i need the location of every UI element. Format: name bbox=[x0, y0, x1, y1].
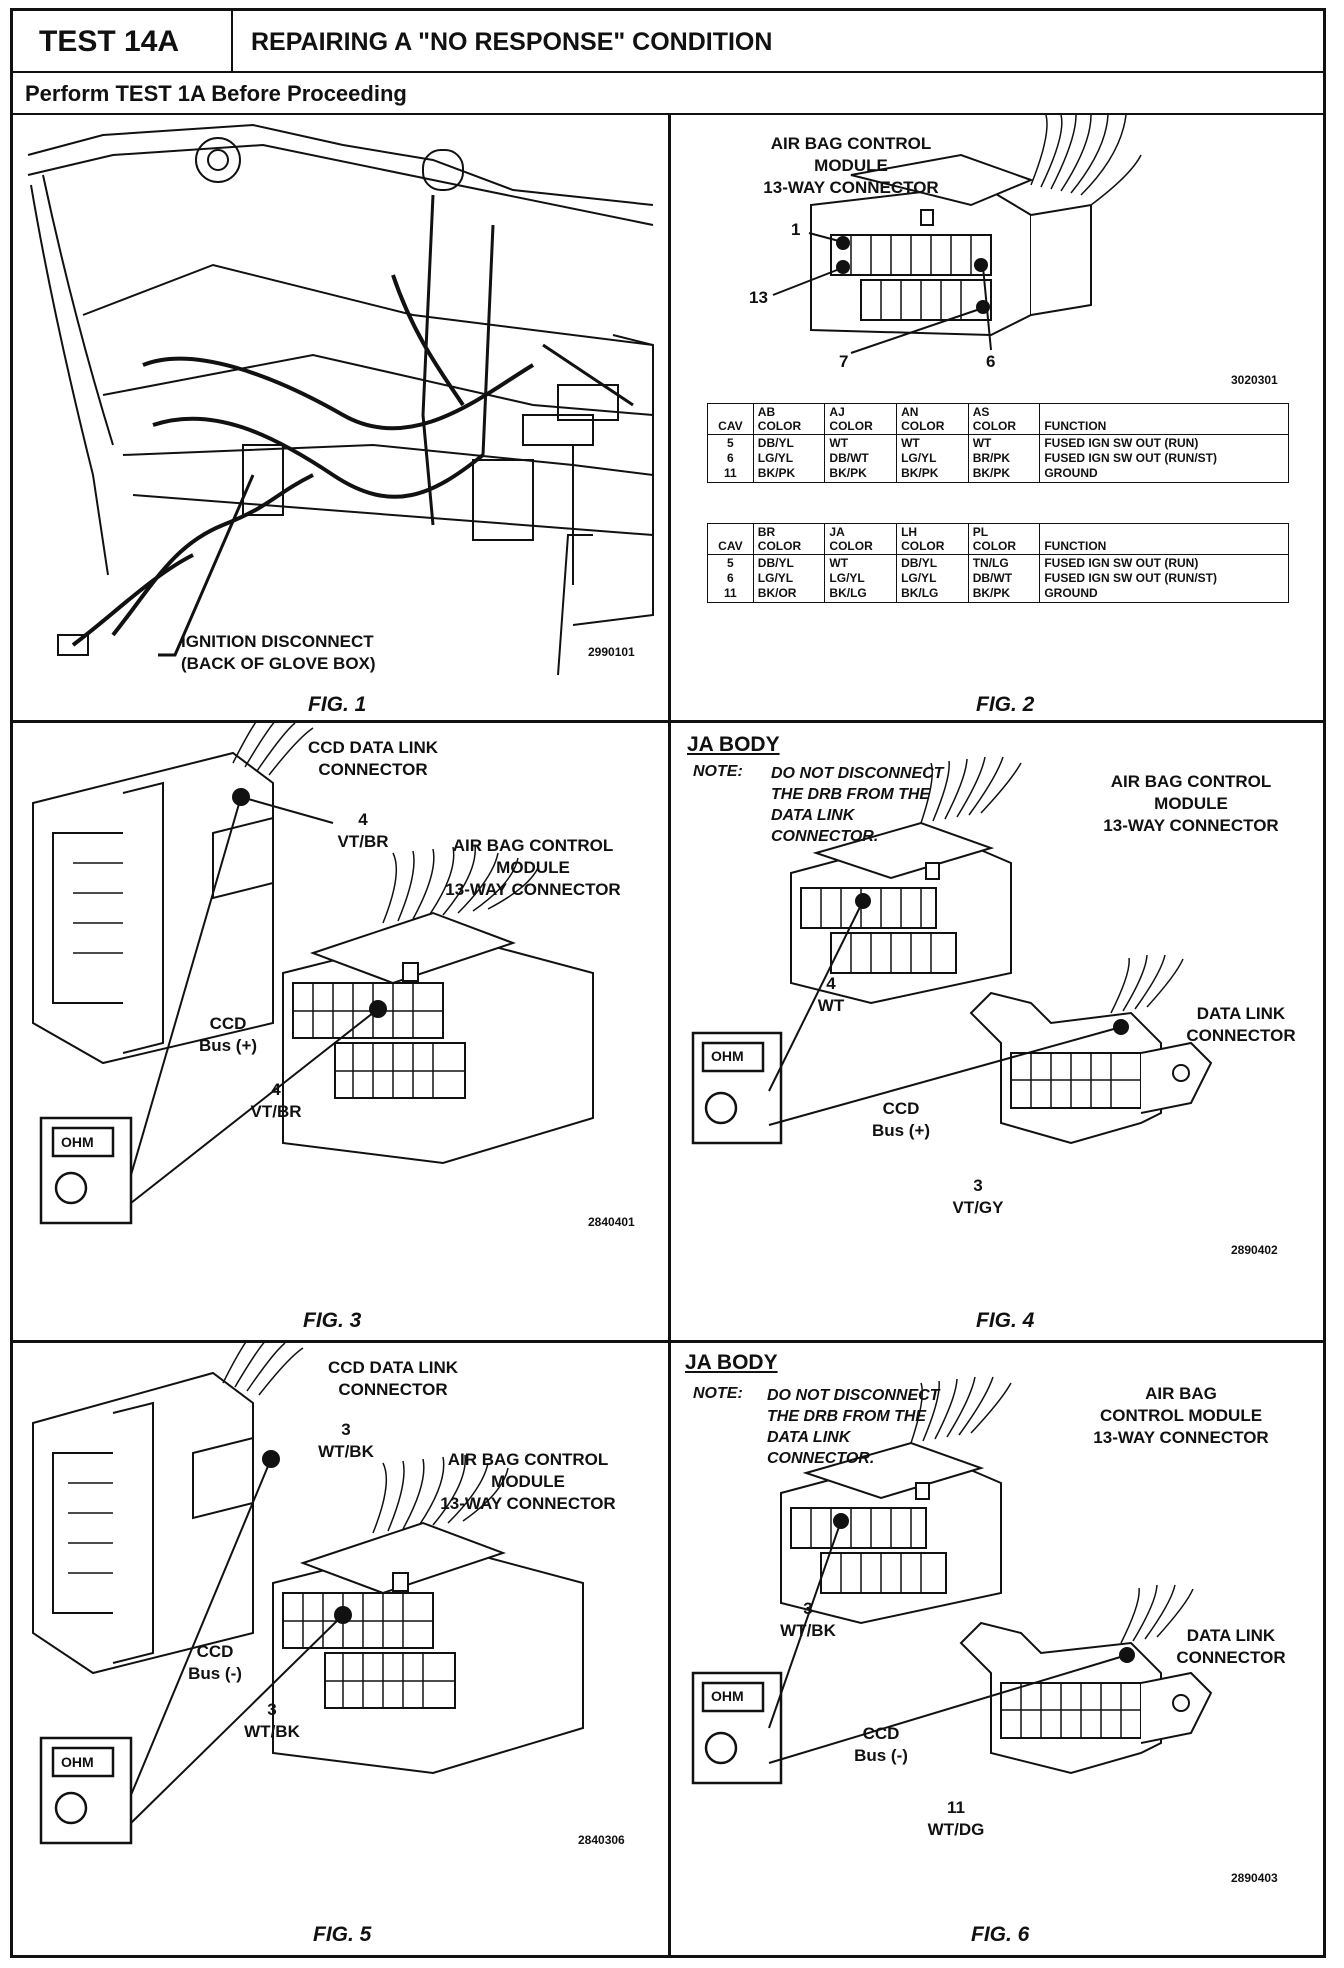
grid-divider-horizontal-1 bbox=[13, 720, 1323, 723]
fig4-illustration bbox=[691, 756, 1213, 1145]
fig1-ignition-label: IGNITION DISCONNECT (BACK OF GLOVE BOX) bbox=[181, 632, 376, 673]
fig4-bus-label: CCD Bus (+) bbox=[871, 1099, 931, 1140]
test-title: REPAIRING A "NO RESPONSE" CONDITION bbox=[251, 28, 773, 56]
fig4-caption: FIG. 4 bbox=[976, 1309, 1035, 1332]
table-cell: FUSED IGN SW OUT (RUN) FUSED IGN SW OUT … bbox=[1039, 554, 1289, 603]
table-cell: FUSED IGN SW OUT (RUN) FUSED IGN SW OUT … bbox=[1039, 434, 1289, 483]
fig2-pin-7: 7 bbox=[839, 352, 849, 371]
fig5-caption: FIG. 5 bbox=[313, 1923, 372, 1946]
fig5-wire-bottom: 3 WT/BK bbox=[244, 1700, 300, 1741]
figure-grid: IGNITION DISCONNECT (BACK OF GLOVE BOX) … bbox=[13, 115, 1323, 1955]
table-cell: 5 6 11 bbox=[707, 434, 754, 483]
table-cell: WT LG/YL BK/LG bbox=[824, 554, 898, 603]
fig4-note-text: DO NOT DISCONNECT THE DRB FROM THE DATA … bbox=[771, 765, 944, 845]
fig6-illustration bbox=[691, 1376, 1213, 1785]
table-cell: TN/LG DB/WT BK/PK bbox=[967, 554, 1041, 603]
fig5-wire-top: 3 WT/BK bbox=[318, 1420, 374, 1461]
fig4-note-key: NOTE: bbox=[693, 763, 743, 780]
table-cell: DB/YL LG/YL BK/LG bbox=[896, 554, 969, 603]
table-cell: WT DB/WT BK/PK bbox=[824, 434, 898, 483]
fig6-note-text: DO NOT DISCONNECT THE DRB FROM THE DATA … bbox=[767, 1387, 940, 1467]
fig5-code: 2840306 bbox=[578, 1833, 625, 1847]
fig4-module-label: AIR BAG CONTROL MODULE 13-WAY CONNECTOR bbox=[1103, 772, 1279, 835]
header-row: TEST 14A REPAIRING A "NO RESPONSE" CONDI… bbox=[13, 11, 1323, 73]
fig6-bus-label: CCD Bus (-) bbox=[854, 1724, 908, 1765]
table-header-cell: FUNCTION bbox=[1039, 523, 1289, 555]
fig3-bus-label: CCD Bus (+) bbox=[198, 1014, 258, 1055]
fig2-pin-1: 1 bbox=[791, 220, 801, 239]
fig6-body-label: JA BODY bbox=[685, 1351, 778, 1374]
fig3-module-label: AIR BAG CONTROL MODULE 13-WAY CONNECTOR bbox=[445, 836, 621, 899]
fig1-dashboard-illustration bbox=[27, 123, 654, 676]
fig1-caption: FIG. 1 bbox=[308, 693, 367, 716]
fig3-code: 2840401 bbox=[588, 1215, 635, 1229]
table-header-cell: JA COLOR bbox=[824, 523, 898, 555]
fig4-body-label: JA BODY bbox=[687, 733, 780, 756]
fig3-data-link-label: CCD DATA LINK CONNECTOR bbox=[308, 738, 438, 779]
table-header-cell: CAV bbox=[707, 403, 754, 435]
fig6-data-link-label: DATA LINK CONNECTOR bbox=[1176, 1626, 1286, 1667]
table-cell: WT LG/YL BK/PK bbox=[896, 434, 969, 483]
fig4-code: 2890402 bbox=[1231, 1243, 1278, 1257]
fig6-wire-bottom: 11 WT/DG bbox=[927, 1798, 985, 1839]
table-header-cell: PL COLOR bbox=[967, 523, 1041, 555]
table-cell: DB/YL LG/YL BK/PK bbox=[752, 434, 826, 483]
fig4-data-link-label: DATA LINK CONNECTOR bbox=[1186, 1004, 1296, 1045]
fig2-panel: AIR BAG CONTROL MODULE 13-WAY CONNECTOR … bbox=[671, 115, 1329, 720]
prerequisite-note: Perform TEST 1A Before Proceeding bbox=[13, 73, 1323, 115]
fig6-caption: FIG. 6 bbox=[971, 1923, 1030, 1946]
test-page: TEST 14A REPAIRING A "NO RESPONSE" CONDI… bbox=[10, 8, 1326, 1958]
test-id: TEST 14A bbox=[13, 11, 233, 73]
fig6-module-label: AIR BAG CONTROL MODULE 13-WAY CONNECTOR bbox=[1093, 1384, 1269, 1447]
fig5-illustration bbox=[32, 1343, 584, 1845]
fig6-wire-top: 3 WT/BK bbox=[780, 1599, 836, 1640]
fig4-panel: JA BODY NOTE: DO NOT DISCONNECT THE DRB … bbox=[671, 723, 1329, 1340]
table-cell: WT BR/PK BK/PK bbox=[967, 434, 1041, 483]
table-cell: DB/YL LG/YL BK/OR bbox=[752, 554, 826, 603]
grid-divider-horizontal-2 bbox=[13, 1340, 1323, 1343]
table-cell: 5 6 11 bbox=[707, 554, 754, 603]
fig4-meter-label: OHM bbox=[711, 1048, 744, 1064]
grid-divider-vertical bbox=[668, 115, 671, 1955]
fig4-wire-bottom: 3 VT/GY bbox=[952, 1176, 1004, 1217]
fig3-illustration bbox=[32, 723, 594, 1225]
table-header-cell: AN COLOR bbox=[896, 403, 969, 435]
fig1-code: 2990101 bbox=[588, 645, 635, 659]
fig2-caption: FIG. 2 bbox=[976, 693, 1035, 716]
fig5-data-link-label: CCD DATA LINK CONNECTOR bbox=[328, 1358, 458, 1399]
fig6-meter-label: OHM bbox=[711, 1688, 744, 1704]
table-header-cell: BR COLOR bbox=[752, 523, 826, 555]
fig3-meter-label: OHM bbox=[61, 1134, 94, 1150]
table-header-cell: AB COLOR bbox=[752, 403, 826, 435]
fig2-title: AIR BAG CONTROL MODULE 13-WAY CONNECTOR bbox=[763, 134, 939, 197]
table-header-cell: LH COLOR bbox=[896, 523, 969, 555]
fig2-pin-13: 13 bbox=[749, 288, 768, 307]
fig5-meter-label: OHM bbox=[61, 1754, 94, 1770]
fig6-note-key: NOTE: bbox=[693, 1385, 743, 1402]
fig6-code: 2890403 bbox=[1231, 1871, 1278, 1885]
fig5-panel: CCD DATA LINK CONNECTOR 3 WT/BK AIR BAG … bbox=[13, 1343, 668, 1955]
table-header-cell: CAV bbox=[707, 523, 754, 555]
table-header-cell: AJ COLOR bbox=[824, 403, 898, 435]
fig5-module-label: AIR BAG CONTROL MODULE 13-WAY CONNECTOR bbox=[440, 1450, 616, 1513]
fig2-code: 3020301 bbox=[1231, 373, 1278, 387]
table-header-cell: AS COLOR bbox=[967, 403, 1041, 435]
fig3-wire-top: 4 VT/BR bbox=[337, 810, 389, 851]
fig3-caption: FIG. 3 bbox=[303, 1309, 362, 1332]
fig4-wire-top: 4 WT bbox=[817, 974, 845, 1015]
fig6-panel: JA BODY NOTE: DO NOT DISCONNECT THE DRB … bbox=[671, 1343, 1329, 1955]
fig2-connector-illustration bbox=[772, 115, 1142, 354]
fig5-bus-label: CCD Bus (-) bbox=[188, 1642, 242, 1683]
fig3-panel: CCD DATA LINK CONNECTOR 4 VT/BR AIR BAG … bbox=[13, 723, 668, 1340]
fig2-pin-6: 6 bbox=[986, 352, 996, 371]
fig3-wire-bottom: 4 VT/BR bbox=[250, 1080, 302, 1121]
fig1-panel: IGNITION DISCONNECT (BACK OF GLOVE BOX) … bbox=[13, 115, 668, 720]
table-header-cell: FUNCTION bbox=[1039, 403, 1289, 435]
